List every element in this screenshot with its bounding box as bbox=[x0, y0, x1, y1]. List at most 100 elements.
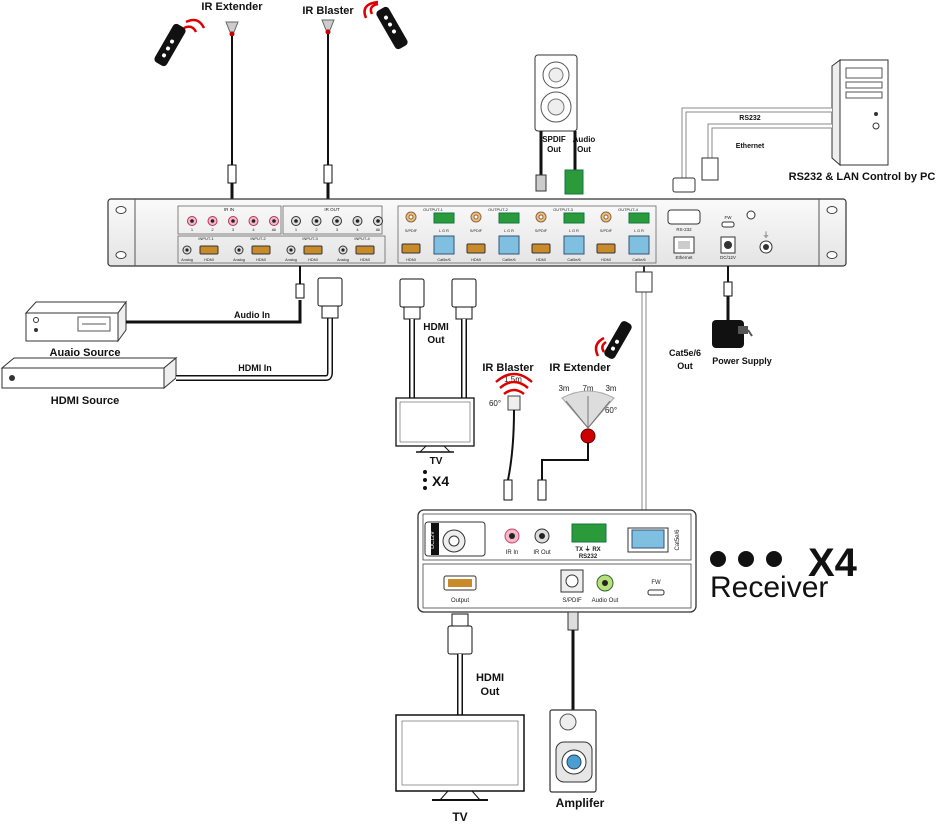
hdmi-input-port[interactable] bbox=[199, 245, 219, 255]
power-supply-label: Power Supply bbox=[712, 356, 772, 366]
hdmi-source-label: HDMI Source bbox=[51, 395, 119, 407]
ir-in-number-label: 3 bbox=[232, 227, 235, 232]
ir-signal-icon bbox=[183, 18, 206, 33]
ir-signal-icon bbox=[594, 336, 607, 357]
hdmi-label: HDMI bbox=[471, 258, 481, 262]
receiver-ir-in-label: IR In bbox=[506, 550, 519, 556]
output-label: OUTPUT-2 bbox=[488, 207, 509, 212]
receiver-audio-out-label: Audio Out bbox=[592, 598, 619, 604]
hdmi-output-port[interactable] bbox=[596, 243, 616, 254]
fw-port[interactable] bbox=[721, 221, 735, 228]
ir-ext-angle: 60° bbox=[605, 406, 617, 415]
ir-blaster-angle-label: 60° bbox=[489, 399, 501, 408]
ir-in-number-label: 4 bbox=[252, 227, 255, 232]
input-label: INPUT-1 bbox=[198, 236, 214, 241]
hdmi-output-port[interactable] bbox=[466, 243, 486, 254]
hdmi-out-mid-label-2: Out bbox=[427, 335, 445, 346]
output-label: OUTPUT-3 bbox=[553, 207, 574, 212]
hdmi-output-port[interactable] bbox=[531, 243, 551, 254]
lgr-label: L G R bbox=[634, 229, 644, 233]
hdmi-out-bottom-label-2: Out bbox=[481, 686, 500, 698]
tv-icon bbox=[395, 714, 525, 801]
ir-out-number-label: 4 bbox=[356, 227, 359, 232]
cat-output-port[interactable] bbox=[433, 235, 455, 255]
spdif-label: S/PDIF bbox=[535, 229, 548, 233]
lgr-label: L G R bbox=[569, 229, 579, 233]
lgr-label: L G R bbox=[439, 229, 449, 233]
audio-out-label-2: Out bbox=[577, 145, 591, 154]
cat-output-port[interactable] bbox=[498, 235, 520, 255]
ir-out-number-label: 1 bbox=[295, 227, 298, 232]
input-label: INPUT-4 bbox=[354, 236, 370, 241]
audio-terminal-block[interactable] bbox=[628, 212, 650, 224]
output-label: OUTPUT-4 bbox=[618, 207, 639, 212]
fw-label: FW bbox=[725, 215, 733, 220]
db9-connector-icon bbox=[672, 177, 696, 193]
ir-out-number-label: 3 bbox=[336, 227, 339, 232]
hdmi-out-mid-label: HDMI bbox=[423, 322, 449, 333]
ground-icon: ⏚ bbox=[763, 231, 770, 239]
spdif-label: S/PDIF bbox=[405, 229, 418, 233]
tv-mid-label: TV bbox=[430, 456, 443, 467]
ir-blaster-label: IR Blaster bbox=[302, 5, 354, 17]
hdmi-label: HDMI bbox=[601, 258, 611, 262]
audio-out-label: Audio bbox=[573, 135, 596, 144]
amplifier-icon bbox=[549, 709, 597, 793]
hdmi-input-port[interactable] bbox=[251, 245, 271, 255]
ir-out-number-label: 2 bbox=[315, 227, 318, 232]
ir-in-number-label: 1 bbox=[191, 227, 194, 232]
cat-label: Cat5e/6 bbox=[567, 258, 580, 262]
cat-out-label: Cat5e/6 bbox=[669, 348, 701, 358]
amplifier-label: Amplifer bbox=[556, 796, 605, 810]
ir-signal-icon bbox=[363, 0, 379, 19]
rs232-cable-label: RS232 bbox=[739, 115, 761, 122]
tv-icon bbox=[395, 397, 475, 453]
analog-label: Analog bbox=[233, 258, 245, 262]
receiver-output-label: Output bbox=[451, 598, 469, 604]
x4-mid-label: X4 bbox=[432, 473, 449, 489]
receiver-label: Receiver bbox=[710, 571, 828, 604]
cat-output-port[interactable] bbox=[563, 235, 585, 255]
input-label: INPUT-2 bbox=[250, 236, 266, 241]
ir-extender-sensor-icon bbox=[225, 21, 239, 33]
ethernet-port-label: Ethernet bbox=[675, 255, 693, 260]
hdmi-label: HDMI bbox=[406, 258, 416, 262]
receiver-rs232-label: RS232 bbox=[579, 554, 598, 560]
rs232-lan-control-label: RS232 & LAN Control by PC bbox=[789, 171, 936, 183]
audio-source-label: Auaio Source bbox=[50, 347, 121, 359]
audio-terminal-block[interactable] bbox=[563, 212, 585, 224]
ir-in-number-label: All bbox=[272, 227, 277, 232]
audio-terminal-block[interactable] bbox=[498, 212, 520, 224]
ir-signal-icon bbox=[495, 372, 533, 396]
speaker-icon bbox=[534, 54, 578, 132]
cat-label: Cat5e/6 bbox=[437, 258, 450, 262]
ir-blaster-emitter-icon bbox=[321, 19, 335, 31]
ir-out-number-label: All bbox=[376, 227, 381, 232]
hdmi-output-port[interactable] bbox=[401, 243, 421, 254]
dc12v-label: DC/12V bbox=[720, 255, 736, 260]
audio-in-label: Audio In bbox=[234, 310, 270, 320]
hdmi-source-device-icon bbox=[0, 356, 178, 390]
cat-label: Cat5e/6 bbox=[502, 258, 515, 262]
ir-blaster-mid-label: IR Blaster bbox=[482, 362, 534, 374]
rj45-plug-icon bbox=[635, 271, 653, 293]
ir-in-number-label: 2 bbox=[211, 227, 214, 232]
hdmi-out-bottom-label: HDMI bbox=[476, 672, 504, 684]
spdif-out-label: SPDIF bbox=[542, 135, 566, 144]
cat-output-port[interactable] bbox=[628, 235, 650, 255]
input-label: INPUT-3 bbox=[302, 236, 318, 241]
audio-terminal-block[interactable] bbox=[433, 212, 455, 224]
rs232-port[interactable] bbox=[667, 209, 701, 225]
receiver-unit bbox=[417, 509, 697, 613]
ir-extender-label: IR Extender bbox=[201, 1, 263, 13]
rs232-port-label: RS-232 bbox=[676, 227, 692, 232]
hdmi-input-port[interactable] bbox=[303, 245, 323, 255]
hdmi-input-port[interactable] bbox=[355, 245, 375, 255]
rj45-plug-icon bbox=[701, 157, 719, 181]
receiver-spdif-label: S/PDIF bbox=[562, 598, 582, 604]
pc-tower-icon bbox=[831, 59, 889, 167]
spdif-label: S/PDIF bbox=[470, 229, 483, 233]
ir-out-panel-label: IR OUT bbox=[324, 207, 340, 212]
analog-label: Analog bbox=[181, 258, 193, 262]
